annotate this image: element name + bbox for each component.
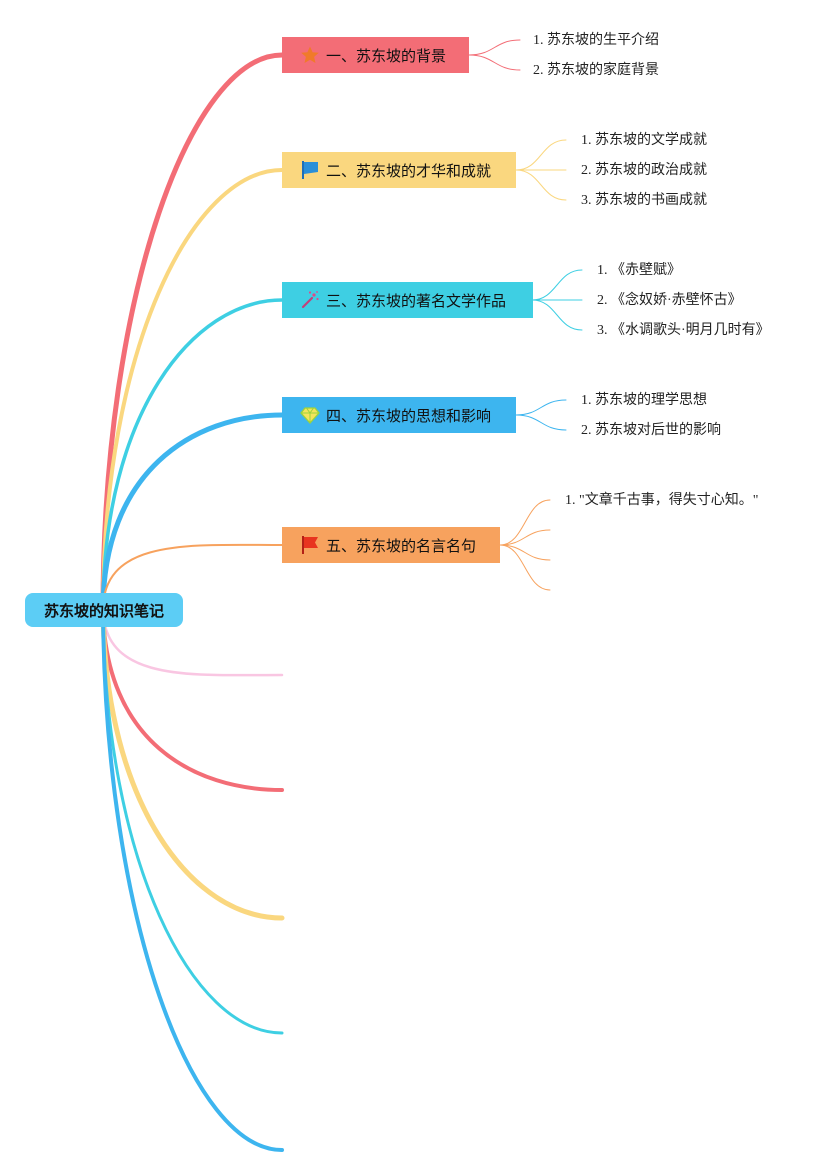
extra-branch-connector (101, 608, 284, 1152)
branch-connector (100, 52, 285, 613)
leaf-item: 1. 《赤壁赋》 (597, 263, 681, 278)
branch-connector (101, 298, 284, 612)
diamond-icon (300, 405, 320, 425)
branch-label: 二、苏东坡的才华和成就 (326, 161, 492, 180)
leaf-connector (499, 544, 551, 591)
branch-label: 三、苏东坡的著名文学作品 (326, 291, 507, 310)
leaf-item: 1. "文章千古事，得失寸心知。" (565, 493, 759, 508)
leaf-connector (499, 529, 551, 546)
extra-branch-connector (100, 607, 285, 921)
leaf-connector (499, 499, 551, 546)
star-icon (300, 45, 320, 65)
leaf-connector (515, 169, 567, 201)
leaf-connector (531, 299, 583, 331)
leaf-item: 3. 苏东坡的书画成就 (581, 193, 707, 208)
extra-branch-connector (101, 608, 284, 677)
leaf-item: 1. 苏东坡的文学成就 (581, 133, 707, 148)
root-node[interactable]: 苏东坡的知识笔记 (25, 593, 183, 627)
branch-connector (100, 412, 285, 613)
leaf-item: 2. 《念奴娇·赤壁怀古》 (597, 293, 742, 308)
red-flag-icon (300, 535, 320, 555)
flag-icon (300, 160, 320, 180)
leaf-item: 1. 苏东坡的理学思想 (581, 393, 707, 408)
branch-label: 五、苏东坡的名言名句 (326, 536, 477, 555)
leaf-connector (468, 54, 521, 71)
branch-node-quotes[interactable]: 五、苏东坡的名言名句 (282, 527, 500, 563)
leaf-connector (515, 139, 567, 171)
branch-label: 一、苏东坡的背景 (326, 46, 447, 65)
branch-label: 四、苏东坡的思想和影响 (326, 406, 492, 425)
leaf-connector (531, 269, 583, 301)
leaf-connector (468, 39, 521, 56)
magic-wand-icon (300, 290, 320, 310)
branch-node-talent[interactable]: 二、苏东坡的才华和成就 (282, 152, 516, 188)
leaf-item: 2. 苏东坡的家庭背景 (533, 63, 659, 78)
leaf-item: 2. 苏东坡对后世的影响 (581, 423, 721, 438)
branch-connector (102, 543, 283, 611)
leaf-item: 3. 《水调歌头·明月几时有》 (597, 323, 770, 338)
leaf-connector (499, 544, 551, 561)
root-label: 苏东坡的知识笔记 (43, 601, 164, 620)
leaf-item: 2. 苏东坡的政治成就 (581, 163, 707, 178)
branch-connector (101, 168, 284, 612)
leaf-item: 1. 苏东坡的生平介绍 (533, 33, 659, 48)
branch-node-background[interactable]: 一、苏东坡的背景 (282, 37, 469, 73)
branch-node-thought[interactable]: 四、苏东坡的思想和影响 (282, 397, 516, 433)
leaf-connector (515, 414, 567, 431)
leaf-connector (515, 399, 567, 416)
branch-node-works[interactable]: 三、苏东坡的著名文学作品 (282, 282, 533, 318)
extra-branch-connector (101, 608, 284, 792)
